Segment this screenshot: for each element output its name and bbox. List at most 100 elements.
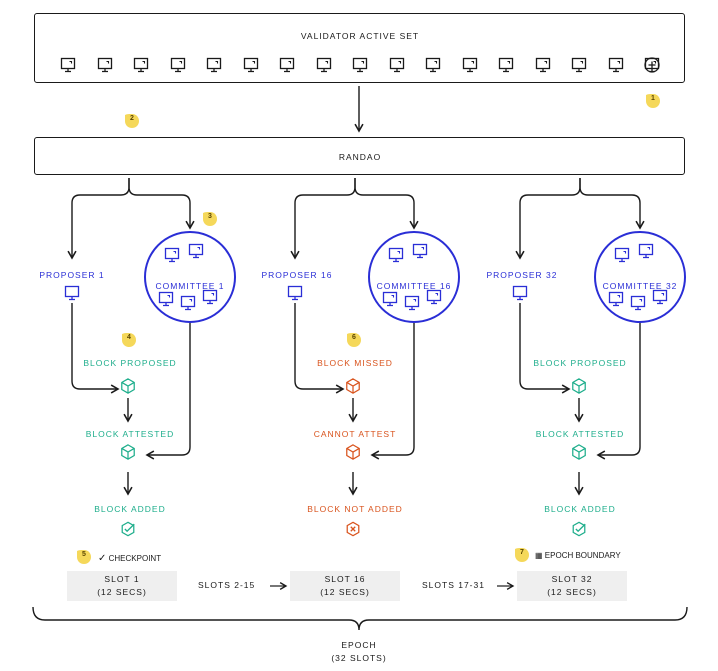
- block-32-attested-label: BLOCK ATTESTED: [535, 429, 625, 439]
- committee-member-monitor-icon: [652, 289, 668, 305]
- chequered-flag-icon: ▦: [535, 551, 543, 560]
- badge-4: 4: [122, 333, 136, 347]
- block-1-added-check-icon: [121, 521, 135, 537]
- block-not-added-x-icon: [346, 521, 360, 537]
- epoch-boundary-label: EPOCH BOUNDARY: [544, 551, 621, 560]
- plus-circle-icon: [644, 57, 660, 73]
- badge-5-number: 5: [82, 551, 86, 558]
- badge-7: 7: [515, 548, 529, 562]
- proposer-1-label: PROPOSER 1: [39, 270, 105, 280]
- block-32-added-label: BLOCK ADDED: [544, 504, 616, 514]
- check-mark-icon: ✓: [98, 553, 107, 564]
- badge-6: 6: [347, 333, 361, 347]
- epoch-length: (32 SLOTS): [331, 653, 387, 663]
- committee-member-monitor-icon: [614, 247, 630, 263]
- block-32-cube-icon: [572, 378, 586, 394]
- epoch-label: EPOCH (32 SLOTS): [331, 639, 386, 665]
- slot-32-name: SLOT 32: [551, 574, 593, 584]
- committee-member-monitor-icon: [412, 243, 428, 259]
- block-16-unattested-cube-icon: [346, 444, 360, 460]
- validator-monitor-icon: [389, 57, 405, 73]
- checkpoint-note: ✓ CHECKPOINT: [98, 553, 161, 564]
- committee-member-monitor-icon: [630, 295, 646, 311]
- badge-1-number: 1: [651, 95, 655, 102]
- badge-3-number: 3: [208, 213, 212, 220]
- slot-1-name: SLOT 1: [104, 574, 140, 584]
- committee-member-monitor-icon: [180, 295, 196, 311]
- cannot-attest-label: CANNOT ATTEST: [313, 429, 397, 439]
- validator-monitor-icon: [316, 57, 332, 73]
- slot-16-name: SLOT 16: [324, 574, 366, 584]
- committee-32-circle: COMMITTEE 32: [594, 231, 686, 323]
- proposer-16-monitor-icon: [287, 285, 303, 301]
- committee-member-monitor-icon: [388, 247, 404, 263]
- committee-member-monitor-icon: [404, 295, 420, 311]
- block-1-attested-cube-icon: [121, 444, 135, 460]
- committee-1-circle: COMMITTEE 1: [144, 231, 236, 323]
- block-1-cube-icon: [121, 378, 135, 394]
- block-32-proposed-label: BLOCK PROPOSED: [533, 358, 627, 368]
- validator-monitor-icon: [462, 57, 478, 73]
- committee-member-monitor-icon: [164, 247, 180, 263]
- block-32-attested-cube-icon: [572, 444, 586, 460]
- epoch-boundary-note: ▦ EPOCH BOUNDARY: [535, 551, 621, 560]
- block-1-attested-label: BLOCK ATTESTED: [85, 429, 175, 439]
- committee-member-monitor-icon: [188, 243, 204, 259]
- committee-member-monitor-icon: [608, 291, 624, 307]
- badge-5: 5: [77, 550, 91, 564]
- slots-2-15-label: SLOTS 2-15: [198, 580, 256, 590]
- committee-member-monitor-icon: [638, 243, 654, 259]
- committee-member-monitor-icon: [202, 289, 218, 305]
- randao-title: RANDAO: [338, 152, 382, 162]
- proposer-16-label: PROPOSER 16: [261, 270, 333, 280]
- validator-monitor-icon: [243, 57, 259, 73]
- block-not-added-label: BLOCK NOT ADDED: [307, 504, 403, 514]
- validator-monitor-icon: [535, 57, 551, 73]
- randao-box: RANDAO: [34, 137, 685, 175]
- validator-monitor-icon: [425, 57, 441, 73]
- committee-16-circle: COMMITTEE 16: [368, 231, 460, 323]
- validator-monitor-icon: [279, 57, 295, 73]
- committee-32-label: COMMITTEE 32: [602, 281, 678, 291]
- badge-6-number: 6: [352, 334, 356, 341]
- badge-1: 1: [646, 94, 660, 108]
- block-1-added-label: BLOCK ADDED: [94, 504, 166, 514]
- epoch-title: EPOCH: [341, 640, 377, 650]
- committee-member-monitor-icon: [158, 291, 174, 307]
- badge-7-number: 7: [520, 549, 524, 556]
- validator-monitor-icon: [608, 57, 624, 73]
- block-1-proposed-label: BLOCK PROPOSED: [83, 358, 177, 368]
- validator-monitor-icon: [352, 57, 368, 73]
- badge-4-number: 4: [127, 334, 131, 341]
- validator-monitor-icon: [170, 57, 186, 73]
- slot-32-box: SLOT 32 (12 SECS): [517, 571, 627, 601]
- block-16-missed-cube-icon: [346, 378, 360, 394]
- validator-monitor-icon: [206, 57, 222, 73]
- validator-active-set-title: VALIDATOR ACTIVE SET: [300, 31, 420, 41]
- validator-active-set-box: VALIDATOR ACTIVE SET: [34, 13, 685, 83]
- validator-monitor-icon: [97, 57, 113, 73]
- committee-16-label: COMMITTEE 16: [376, 281, 452, 291]
- slots-17-31-label: SLOTS 17-31: [422, 580, 485, 590]
- badge-3: 3: [203, 212, 217, 226]
- slot-1-duration: (12 SECS): [97, 587, 147, 597]
- validator-monitor-icon: [60, 57, 76, 73]
- badge-2-number: 2: [130, 115, 134, 122]
- committee-member-monitor-icon: [426, 289, 442, 305]
- validator-monitor-icon: [133, 57, 149, 73]
- block-16-missed-label: BLOCK MISSED: [317, 358, 393, 368]
- proposer-32-label: PROPOSER 32: [486, 270, 558, 280]
- checkpoint-label: CHECKPOINT: [108, 554, 162, 563]
- slot-16-duration: (12 SECS): [320, 587, 370, 597]
- validator-monitor-icon: [498, 57, 514, 73]
- committee-member-monitor-icon: [382, 291, 398, 307]
- slot-16-box: SLOT 16 (12 SECS): [290, 571, 400, 601]
- slot-32-duration: (12 SECS): [547, 587, 597, 597]
- committee-1-label: COMMITTEE 1: [155, 281, 225, 291]
- slot-1-box: SLOT 1 (12 SECS): [67, 571, 177, 601]
- validator-monitor-icon: [571, 57, 587, 73]
- block-32-added-check-icon: [572, 521, 586, 537]
- proposer-32-monitor-icon: [512, 285, 528, 301]
